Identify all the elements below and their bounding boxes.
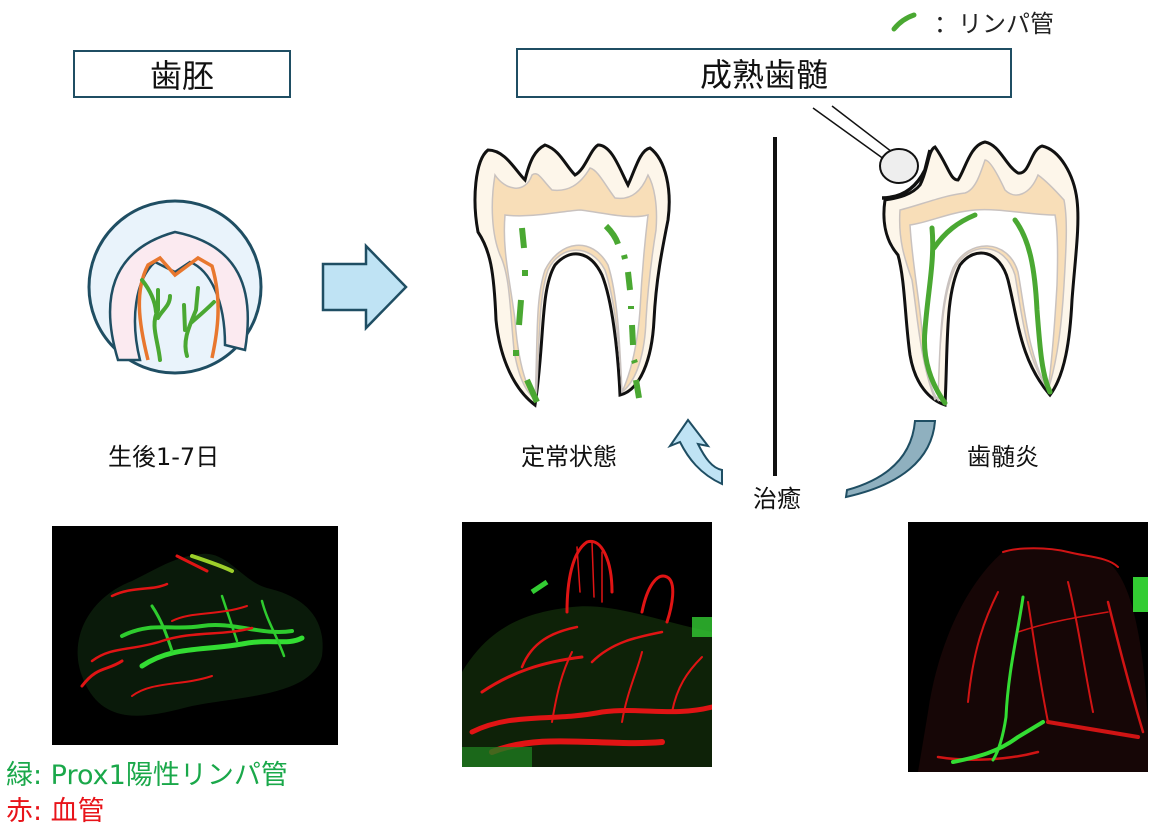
pulpitis-tooth (881, 140, 1080, 408)
dental-instrument-icon (812, 105, 919, 184)
lymph-legend: ： リンパ管 (890, 4, 1054, 39)
pulpitis-label: 歯髄炎 (967, 443, 1039, 471)
healing-label: 治癒 (753, 485, 801, 513)
micrograph-embryo-image (77, 553, 323, 716)
healing-arrow-icon (667, 418, 723, 486)
mature-pulp-title-box: 成熟歯髄 (516, 48, 1012, 98)
embryo-title: 歯胚 (149, 57, 214, 95)
legend-separator: ： (934, 10, 958, 38)
progression-arrow-icon (321, 242, 408, 332)
legend-lymph-text: リンパ管 (958, 10, 1054, 38)
steady-state-label: 定常状態 (521, 443, 617, 471)
steady-lymph-dashes (513, 223, 642, 404)
pulpitis-arrow-icon (844, 420, 937, 499)
germ-orange-layer (137, 255, 220, 361)
tooth-germ-illustration (87, 199, 263, 375)
micrograph-steady (462, 522, 712, 767)
micrograph-steady-image (462, 539, 712, 767)
pulpitis-lymph-vessels (921, 212, 1053, 406)
legend-red-blood-vessel: 赤: 血管 (6, 796, 105, 827)
color-legend: 緑: Prox1陽性リンパ管 赤: 血管 (6, 758, 288, 830)
micrograph-pulpitis-image (918, 547, 1148, 772)
mature-pulp-title: 成熟歯髄 (699, 56, 828, 94)
steady-state-tooth (473, 143, 671, 408)
embryo-title-box: 歯胚 (73, 50, 291, 98)
green-line-icon (891, 12, 917, 31)
germ-lymph-vessels (140, 278, 216, 362)
diagram-canvas (87, 105, 1080, 499)
embryo-caption: 生後1-7日 (108, 443, 220, 471)
legend-green-prox1: 緑: Prox1陽性リンパ管 (6, 760, 288, 791)
micrograph-pulpitis (908, 522, 1148, 772)
micrograph-embryo (52, 526, 338, 745)
